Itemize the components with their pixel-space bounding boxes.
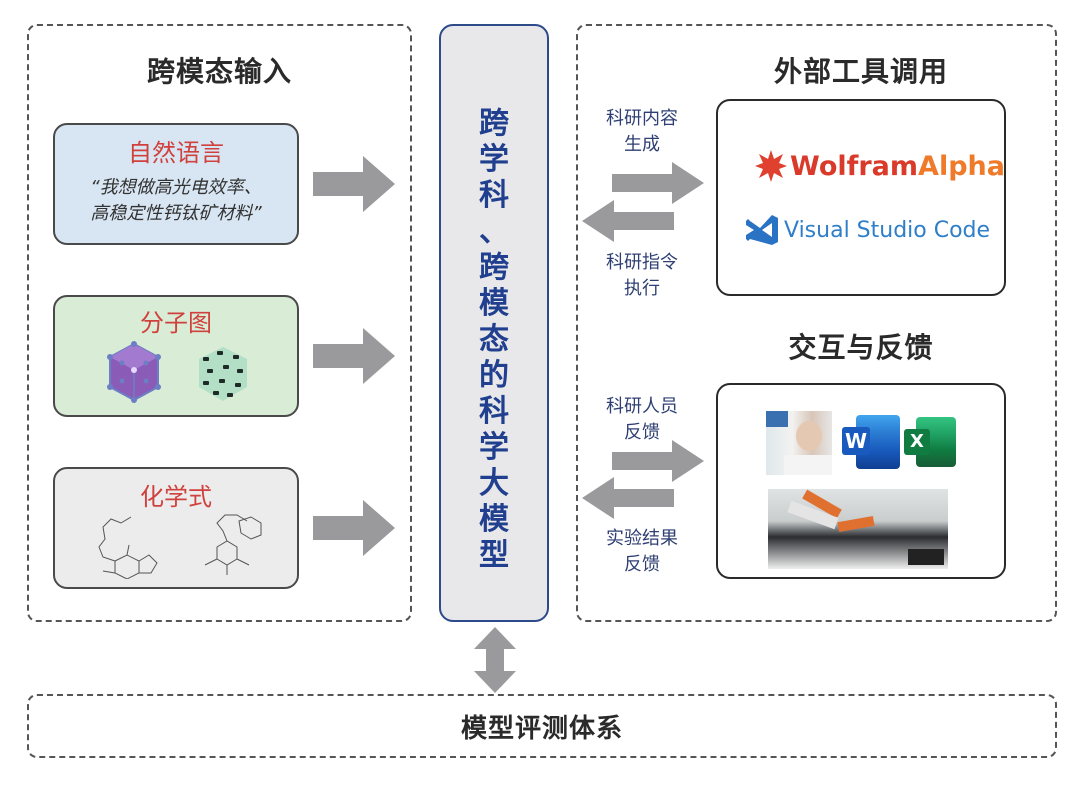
chemical-formula-card: 化学式 [53,467,299,589]
input-arrow-2 [313,328,395,384]
interaction-feedback-card: W X [716,383,1006,579]
from-tools-arrow [582,200,674,242]
wolfram-star-icon [755,150,787,182]
molecular-graph-card: 分子图 [53,295,299,417]
excel-icon: X [904,417,958,467]
molecular-graph-label: 分子图 [140,309,212,337]
natural-language-card: 自然语言 “我想做高光电效率、 高稳定性钙钛矿材料” [53,123,299,245]
model-evaluation-system-box [27,694,1057,758]
chemical-structure-2-icon [204,514,262,575]
cross-modal-input-panel [27,24,412,622]
input-arrow-3 [313,500,395,556]
research-instruction-execution-label: 科研指令 执行 [606,252,678,299]
chemical-structure-1-icon [98,516,158,579]
research-content-generation-label: 科研内容 生成 [606,108,678,155]
quote-line-1: “我想做高光电效率、 [90,177,262,198]
researcher-feedback-label: 科研人员 反馈 [606,396,678,443]
feedback-panel-title: 交互与反馈 [788,331,934,364]
to-tools-arrow [612,162,704,204]
input-panel-title: 跨模态输入 [146,55,292,88]
wolfram-text: Wolfram [790,150,919,182]
vscode-text: Visual Studio Code [784,217,991,243]
quote-line-2: 高稳定性钙钛矿材料” [90,203,262,224]
natural-language-quote: “我想做高光电效率、 高稳定性钙钛矿材料” [55,175,297,227]
model-title: 跨 学 科 、 跨 模 态 的 科 学 大 模 型 [479,106,509,573]
chemical-formula-label: 化学式 [140,483,212,511]
tools-and-feedback-panel [576,24,1057,622]
natural-language-label: 自然语言 [128,139,224,167]
purple-crystal-icon [107,341,161,403]
tools-panel-title: 外部工具调用 [773,55,948,88]
model-evaluation-bidirectional-arrow [474,627,516,693]
input-arrow-1 [313,156,395,212]
scientific-large-model-box: 跨 学 科 、 跨 模 态 的 科 学 大 模 型 [439,24,549,622]
green-lattice-icon [199,347,247,401]
model-evaluation-title: 模型评测体系 [460,714,623,744]
robot-lab-photo [768,489,948,569]
word-icon: W [842,415,902,469]
vscode-logo: Visual Studio Code [746,213,990,247]
from-feedback-arrow [582,477,674,519]
experiment-result-feedback-label: 实验结果 反馈 [606,528,678,575]
researcher-photo [766,411,832,475]
alpha-text: Alpha [918,150,1005,182]
to-feedback-arrow [612,440,704,482]
vscode-icon [746,215,778,245]
